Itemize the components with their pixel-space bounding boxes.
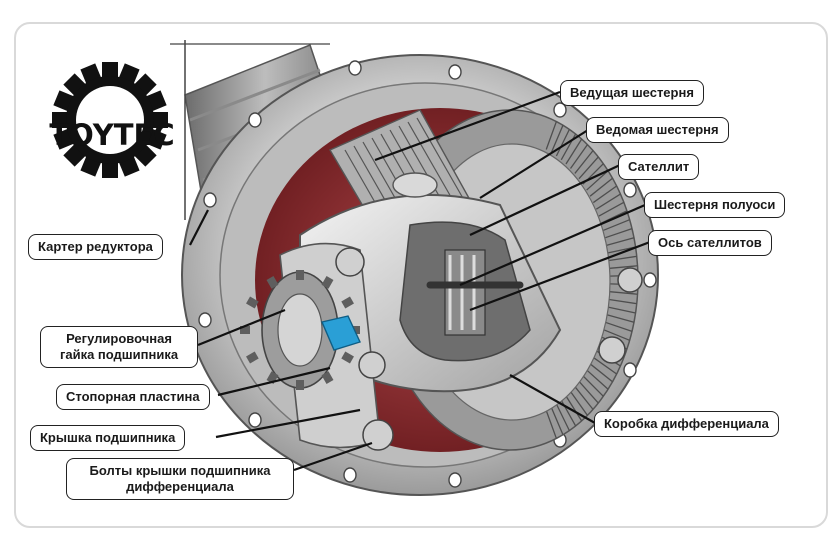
adjust-nut [240, 270, 360, 390]
label-bearing-cap: Крышка подшипника [30, 425, 186, 451]
label-cap-bolts: Болты крышки подшипника дифференциала [66, 458, 294, 500]
label-adjust-nut-line1: Регулировочная [66, 331, 172, 346]
label-drive-gear: Ведущая шестерня [560, 80, 704, 106]
label-cap-bolts-line2: дифференциала [126, 479, 234, 494]
logo-text: TOYTEC [49, 118, 175, 152]
lock-plate [321, 315, 361, 351]
label-adjust-nut: Регулировочная гайка подшипника [40, 326, 198, 368]
label-adjust-nut-line2: гайка подшипника [59, 347, 179, 362]
label-cap-bolts-line1: Болты крышки подшипника [89, 463, 271, 478]
label-carrier-housing: Картер редуктора [28, 234, 163, 260]
cap-bolts [335, 247, 643, 451]
leader-lines [189, 90, 651, 472]
label-lock-plate: Стопорная пластина [56, 384, 210, 410]
label-axle-gear: Шестерня полуоси [644, 192, 786, 218]
label-satellite-axis: Ось сателлитов [648, 230, 772, 256]
label-ring-gear: Ведомая шестерня [586, 117, 729, 143]
logo-gear-icon [52, 62, 168, 178]
label-differential-case: Коробка дифференциала [594, 411, 779, 437]
label-satellite: Сателлит [618, 154, 700, 180]
